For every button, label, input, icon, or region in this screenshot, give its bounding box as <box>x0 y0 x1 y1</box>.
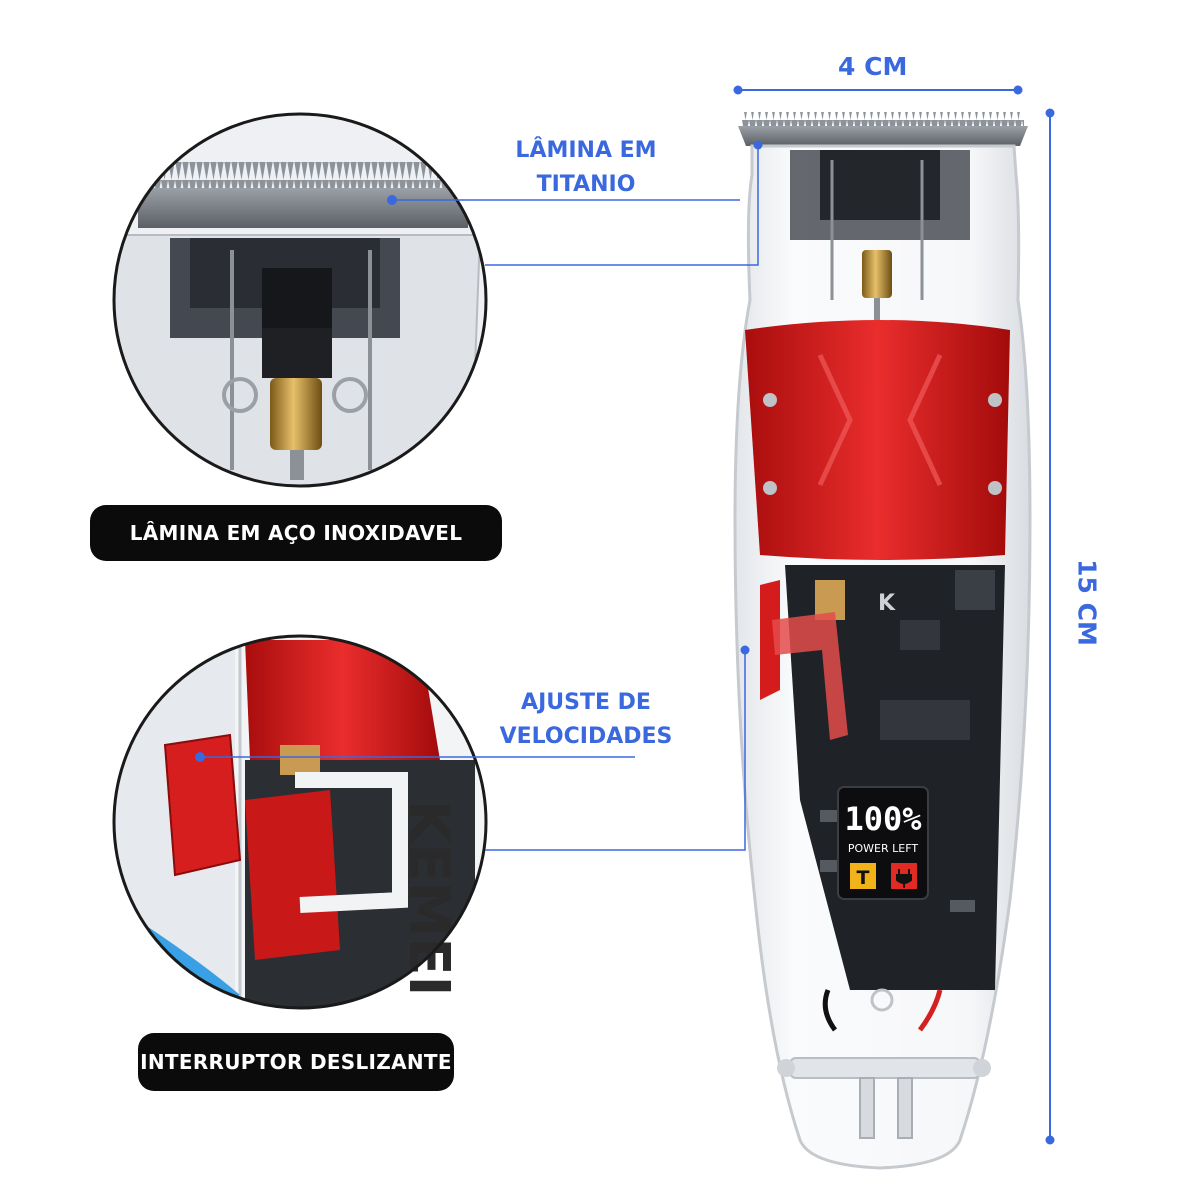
mode-t-letter: T <box>857 867 870 889</box>
height-label: 15 CM <box>1072 559 1102 646</box>
badge-slide-switch: INTERRUPTOR DESLIZANTE <box>138 1033 454 1091</box>
red-motor-body <box>745 320 1010 560</box>
pcb-brand-letter: K <box>878 591 896 616</box>
clipper-product: K 100% POWER LEFT T <box>733 112 1032 1170</box>
leader-line-speed <box>195 645 750 851</box>
callout-speed-line-2: VELOCIDADES <box>499 724 673 749</box>
width-label: 4 CM <box>838 52 908 81</box>
height-dimension-line <box>1045 108 1055 1145</box>
callout-blade-titanium: LÂMINA EM TITANIO <box>470 134 702 202</box>
zoom-circle-border <box>112 112 488 488</box>
battery-percent: 100% <box>844 800 922 838</box>
callout-speed-line-1: AJUSTE DE <box>521 690 651 715</box>
zoom-circle-blade <box>112 112 488 488</box>
power-left-label: POWER LEFT <box>848 842 918 855</box>
badge-stainless-blade: LÂMINA EM AÇO INOXIDAVEL <box>90 505 502 561</box>
clipper-blade-teeth <box>742 112 1024 128</box>
slide-switch-knob <box>163 733 242 877</box>
mode-t-icon <box>850 863 876 889</box>
zoom-circle-border <box>112 634 488 1010</box>
blade-plate <box>138 188 468 228</box>
blade-teeth <box>138 162 468 192</box>
width-dimension-line <box>733 85 1023 95</box>
leader-line-blade <box>387 140 763 266</box>
callout-blade-line-2: TITANIO <box>536 172 636 197</box>
power-display: 100% POWER LEFT T <box>837 786 929 900</box>
kemei-brand-text: KEMEI <box>396 800 461 996</box>
callout-speed-adjust: AJUSTE DE VELOCIDADES <box>470 686 702 754</box>
zoom-circle-switch: KEMEI <box>112 634 488 1010</box>
gold-bearing <box>270 378 322 450</box>
callout-blade-line-1: LÂMINA EM <box>515 138 657 163</box>
